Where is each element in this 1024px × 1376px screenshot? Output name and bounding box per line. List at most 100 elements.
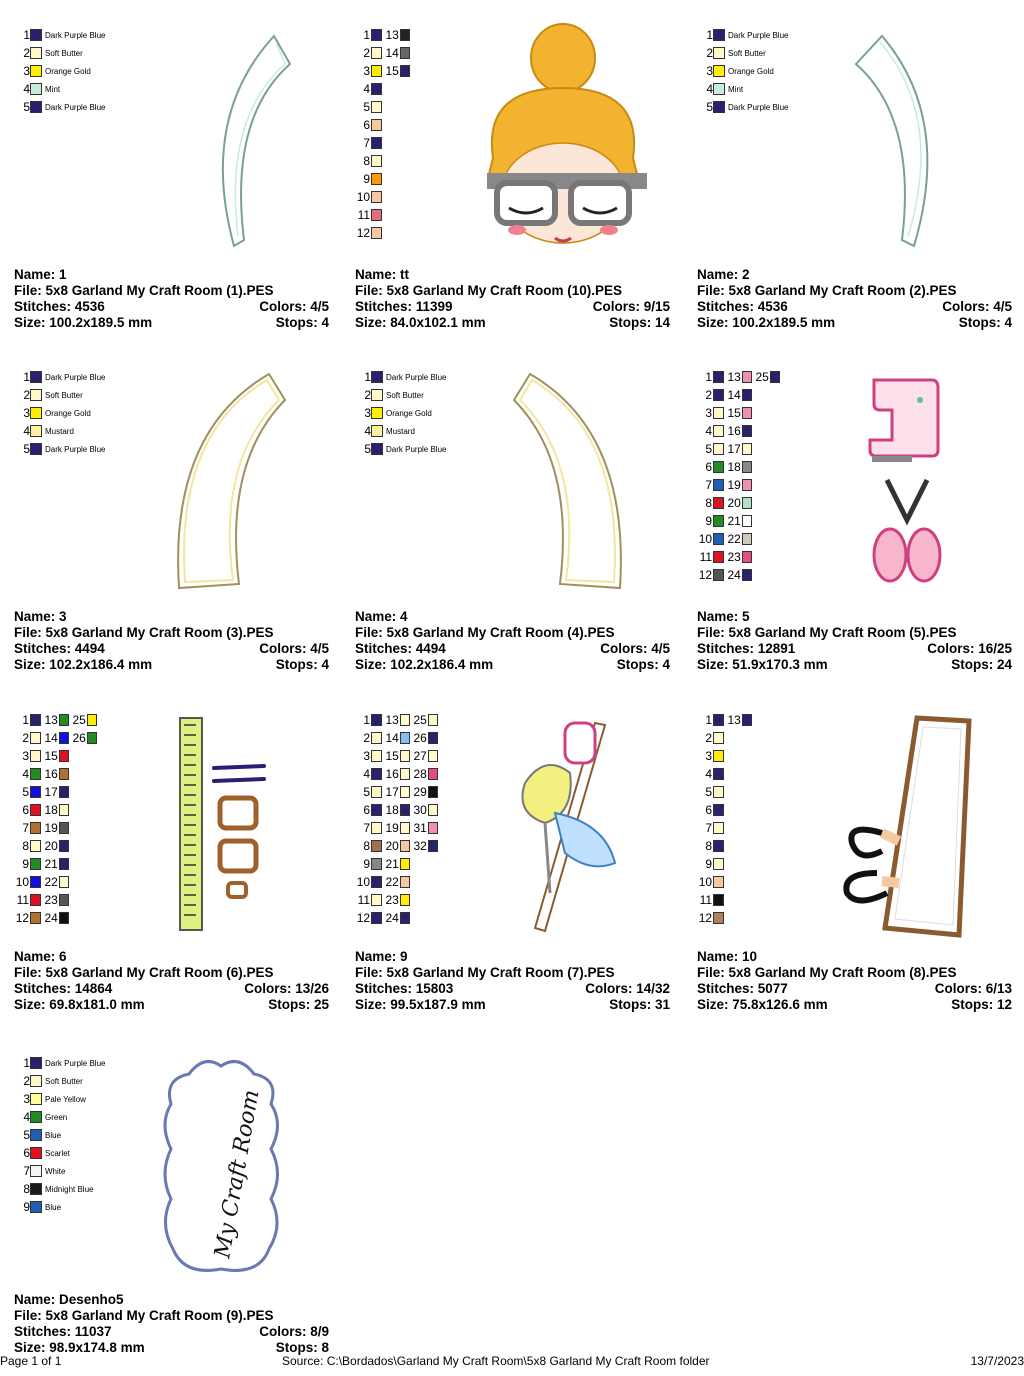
grid-cell: 19: [44, 819, 72, 837]
color-swatch: [30, 29, 42, 41]
grid-cell: 8: [355, 152, 385, 170]
color-swatch: [58, 786, 69, 798]
color-swatch: [371, 840, 382, 852]
color-number: 9: [363, 172, 371, 186]
color-number: 32: [413, 839, 427, 853]
color-number: 22: [385, 875, 399, 889]
color-swatch: [427, 768, 438, 780]
color-swatch: [30, 912, 41, 924]
color-number: 26: [413, 731, 427, 745]
grid-cell: 8: [355, 837, 385, 855]
legend-number: 2: [23, 1074, 30, 1088]
grid-cell: 3: [697, 747, 727, 765]
grid-cell: 15: [385, 747, 413, 765]
color-swatch: [30, 714, 41, 726]
cloud-label-art: My Craft Room: [163, 1060, 279, 1272]
grid-cell: 13: [727, 711, 755, 729]
thread-name: Blue: [45, 1130, 62, 1140]
color-swatch: [399, 768, 410, 780]
legend-number: 4: [706, 82, 713, 96]
grid-cell: 6: [14, 801, 44, 819]
color-swatch: [713, 714, 724, 726]
color-swatch: [30, 768, 41, 780]
color-number: 27: [413, 749, 427, 763]
grid-cell: 16: [727, 422, 755, 440]
thread-name: Blue: [45, 1202, 62, 1212]
color-number: 17: [385, 785, 399, 799]
color-swatch: [30, 371, 42, 383]
color-swatch: [371, 425, 383, 437]
design-info: Name: 2 File: 5x8 Garland My Craft Room …: [697, 267, 1012, 330]
grid-cell: 7: [355, 819, 385, 837]
grid-cell: 26: [413, 729, 441, 747]
color-number: 22: [44, 875, 58, 889]
color-swatch: [30, 425, 42, 437]
grid-cell: 3: [355, 747, 385, 765]
color-number: 1: [705, 713, 713, 727]
color-swatch: [741, 533, 752, 545]
color-swatch: [713, 840, 724, 852]
thread-name: Dark Purple Blue: [386, 444, 447, 454]
thread-name: Orange Gold: [728, 66, 774, 76]
color-swatch: [371, 29, 382, 41]
color-number: 16: [727, 424, 741, 438]
color-swatch: [741, 479, 752, 491]
color-number: 25: [755, 370, 769, 384]
color-number: 26: [72, 731, 86, 745]
grid-cell: 6: [355, 116, 385, 134]
color-swatch: [30, 407, 42, 419]
grid-cell: 14: [385, 729, 413, 747]
color-swatch: [713, 822, 724, 834]
color-swatch: [399, 858, 410, 870]
color-number: 20: [727, 496, 741, 510]
color-number: 16: [385, 767, 399, 781]
grid-cell: 22: [44, 873, 72, 891]
color-number: 3: [705, 406, 713, 420]
color-swatch: [58, 822, 69, 834]
grid-cell: 2: [14, 729, 44, 747]
legend-number: 3: [23, 406, 30, 420]
color-swatch: [86, 714, 97, 726]
grid-row: 1 13: [697, 711, 755, 729]
grid-cell: 13: [727, 368, 755, 386]
color-number: 1: [363, 28, 371, 42]
color-swatch: [713, 876, 724, 888]
color-number: 11: [699, 550, 713, 564]
color-swatch: [741, 497, 752, 509]
legend-number: 4: [23, 1110, 30, 1124]
grid-cell: 5: [697, 440, 727, 458]
grid-cell: 24: [385, 909, 413, 927]
color-number: 14: [727, 388, 741, 402]
grid-cell: 9: [355, 855, 385, 873]
color-swatch: [371, 389, 383, 401]
thread-name: Dark Purple Blue: [386, 372, 447, 382]
color-number: 15: [44, 749, 58, 763]
thread-name: Green: [45, 1112, 68, 1122]
thread-name: Dark Purple Blue: [45, 444, 106, 454]
legend-number: 5: [23, 442, 30, 456]
color-swatch: [30, 1111, 42, 1123]
grid-cell: 27: [413, 747, 441, 765]
grid-cell: 4: [355, 765, 385, 783]
legend-number: 2: [23, 46, 30, 60]
color-swatch: [371, 858, 382, 870]
design-info: Name: Desenho5 File: 5x8 Garland My Craf…: [14, 1292, 329, 1355]
grid-cell: 5: [355, 98, 385, 116]
